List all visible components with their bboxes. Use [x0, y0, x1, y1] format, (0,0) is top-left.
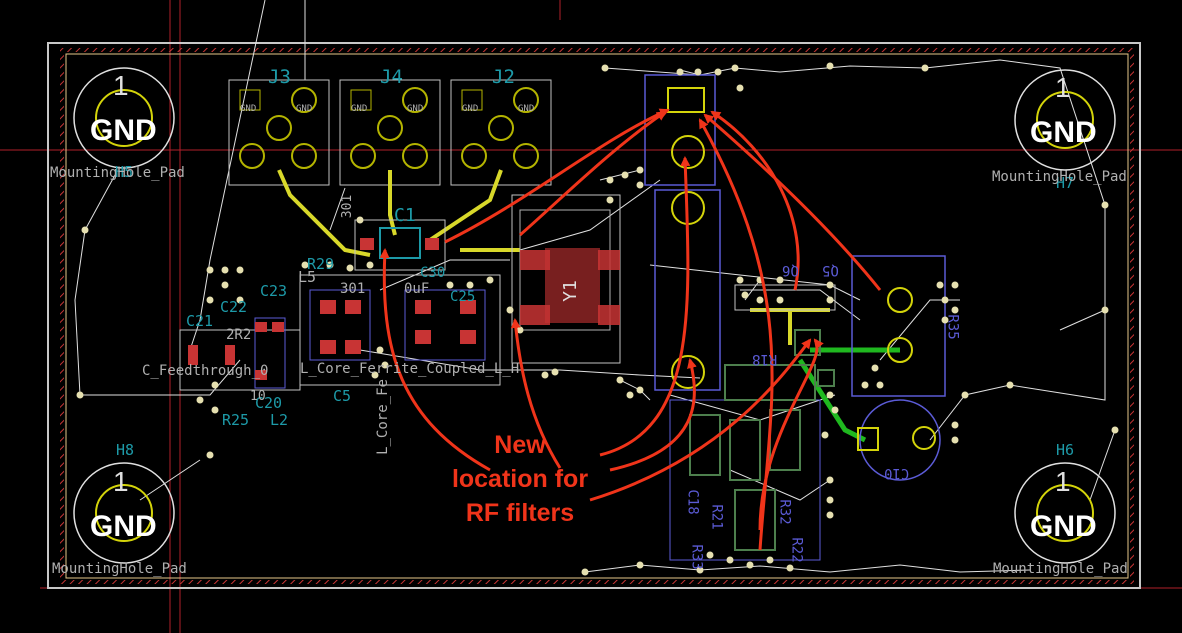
j2-gnd-1: GND: [462, 104, 479, 114]
h7-pad-number: 1: [1055, 72, 1071, 103]
r18-label: R18: [752, 351, 778, 367]
j4-label: J4: [380, 66, 403, 88]
right-cluster[interactable]: [644, 74, 946, 561]
l2-label: L2: [270, 411, 289, 429]
q6-label: Q6: [782, 262, 799, 278]
h6-value: MountingHole_Pad: [993, 561, 1128, 577]
ratsnest: [74, 0, 1116, 573]
n10: 10: [250, 389, 266, 404]
connector-j3[interactable]: [228, 79, 330, 186]
h8-pad-number: 1: [113, 466, 129, 497]
y1-label: Y1: [559, 280, 581, 302]
c1-label: C1: [394, 205, 416, 226]
j2-label: J2: [492, 66, 515, 88]
c21-label: C21: [186, 312, 214, 330]
r33-label: R33: [688, 544, 705, 570]
c20-label: C20: [255, 394, 283, 412]
j4-gnd-2: GND: [407, 104, 424, 114]
annotation-line-2: location for: [451, 465, 589, 493]
mounting-hole-h5[interactable]: [73, 67, 175, 169]
h5-ref: H5: [115, 163, 134, 181]
h8-net: GND: [90, 510, 157, 543]
crystal-y1[interactable]: [511, 194, 621, 364]
r22-label: R22: [788, 537, 805, 563]
r35-label: R35: [944, 314, 961, 340]
h8-value: MountingHole_Pad: [52, 561, 187, 577]
h7-ref: H7: [1056, 174, 1075, 192]
h5-net: GND: [90, 114, 157, 147]
j3-gnd-1: GND: [240, 104, 257, 114]
h5-value: MountingHole_Pad: [50, 165, 185, 181]
h8-ref: H8: [116, 441, 135, 459]
r29-label: R29: [307, 255, 335, 273]
j4-gnd-1: GND: [351, 104, 368, 114]
c25-label: C25: [450, 289, 476, 305]
n0uf: 0uF: [404, 281, 430, 297]
lcore-vertical-label: L_Core_Fe: [374, 379, 391, 455]
c5-label: C5: [333, 387, 352, 405]
feed-label: C_Feedthrough_0: [142, 363, 269, 379]
core-label: L_Core_Ferrite_Coupled_L_H: [300, 361, 520, 377]
h7-value: MountingHole_Pad: [992, 169, 1127, 185]
h6-pad-number: 1: [1055, 466, 1071, 497]
q5-label: Q5: [822, 262, 839, 278]
c18-label: C18: [684, 489, 701, 515]
board-edge: [60, 48, 1134, 584]
h5-pad-number: 1: [113, 70, 129, 101]
annotation-arrows: [379, 108, 882, 551]
board-outline: [47, 42, 1141, 589]
mounting-hole-h8[interactable]: [73, 462, 175, 564]
h6-net: GND: [1030, 510, 1097, 543]
annotation-text: New location for RF filters: [430, 428, 610, 530]
j3-gnd-2: GND: [296, 104, 313, 114]
board-inner: [65, 53, 1129, 579]
rf-cluster[interactable]: [179, 219, 501, 391]
n301-a: 301: [340, 281, 366, 297]
r32-label: R32: [776, 499, 793, 525]
c22-label: C22: [220, 298, 248, 316]
r21-label: R21: [708, 504, 725, 530]
via-dots: [76, 62, 1119, 576]
r25-label: R25: [222, 411, 250, 429]
j2-gnd-2: GND: [518, 104, 535, 114]
c30-label: C30: [420, 265, 446, 281]
h6-ref: H6: [1056, 441, 1075, 459]
annotation-line-3: RF filters: [465, 499, 575, 527]
j3-label: J3: [268, 66, 291, 88]
mounting-hole-h7[interactable]: [1014, 69, 1116, 171]
h7-net: GND: [1030, 116, 1097, 149]
connector-j2[interactable]: [450, 79, 552, 186]
n301-b: 301: [340, 194, 356, 219]
r2r2-label: 2R2: [226, 327, 252, 343]
annotation-line-1: New: [494, 431, 546, 459]
l5-label: L5: [298, 268, 317, 286]
c23-label: C23: [260, 282, 288, 300]
c10-label: C10: [884, 465, 910, 481]
connector-j4[interactable]: [339, 79, 441, 186]
mounting-hole-h6[interactable]: [1014, 462, 1116, 564]
